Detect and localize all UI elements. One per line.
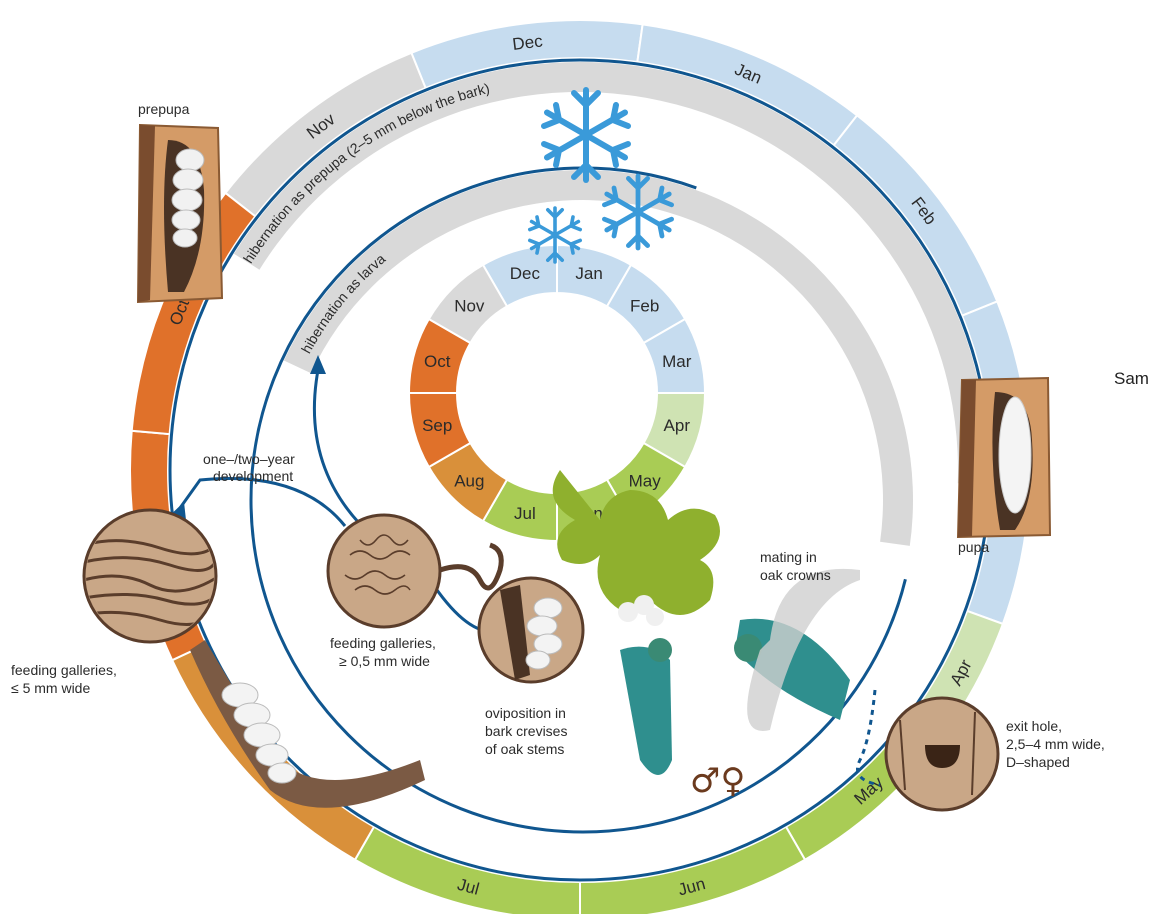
outer-month-segment-jun xyxy=(580,827,805,914)
larva-band-label: hibernation as larva xyxy=(298,250,389,356)
exit-label-line1: exit hole, xyxy=(1006,718,1062,734)
inner-month-label-may: May xyxy=(629,472,662,491)
mating-label-line1: mating in xyxy=(760,549,817,565)
male-beetle-illustration xyxy=(734,569,860,731)
larva-return-arrow xyxy=(310,355,372,536)
exit-label-line3: D–shaped xyxy=(1006,754,1070,770)
inner-month-label-aug: Aug xyxy=(454,472,484,491)
exit-hole-illustration xyxy=(886,698,998,810)
oviposition-illustration xyxy=(479,578,583,682)
feeding-galleries-small-illustration xyxy=(328,515,501,627)
inner-month-label-mar: Mar xyxy=(662,352,692,371)
sex-symbols: ♂♀ xyxy=(690,761,745,801)
feeding-large-label-line1: feeding galleries, xyxy=(11,662,117,678)
snowflake-icon xyxy=(604,176,671,248)
outer-month-segment-jul xyxy=(355,827,580,914)
mating-label-line2: oak crowns xyxy=(760,567,831,583)
inner-month-label-nov: Nov xyxy=(454,296,485,315)
inner-month-label-dec: Dec xyxy=(510,264,541,283)
feeding-small-label-line1: feeding galleries, xyxy=(330,635,436,651)
oviposition-label-line2: bark crevises xyxy=(485,723,567,739)
exit-label-line2: 2,5–4 mm wide, xyxy=(1006,736,1105,752)
inner-month-label-jul: Jul xyxy=(514,504,536,523)
development-label-line1: one–/two–year xyxy=(203,451,295,467)
side-text: Sam xyxy=(1114,369,1149,388)
feeding-large-label-line2: ≤ 5 mm wide xyxy=(11,680,90,696)
inner-month-label-sep: Sep xyxy=(422,416,452,435)
feeding-galleries-large-illustration xyxy=(84,510,216,642)
snowflake-icon xyxy=(544,90,628,180)
inner-month-label-apr: Apr xyxy=(664,416,691,435)
pupa-label: pupa xyxy=(958,539,989,555)
development-label-line2: development xyxy=(213,468,293,484)
female-beetle-illustration xyxy=(620,638,672,775)
outer-month-label-dec: Dec xyxy=(511,31,544,54)
pupa-wood-illustration xyxy=(958,378,1050,537)
inner-month-label-jan: Jan xyxy=(575,264,602,283)
inner-month-label-oct: Oct xyxy=(424,352,451,371)
development-arrow xyxy=(165,478,345,526)
inner-month-label-feb: Feb xyxy=(630,296,659,315)
snowflake-icon xyxy=(530,208,580,262)
oviposition-label-line1: oviposition in xyxy=(485,705,566,721)
oviposition-label-line3: of oak stems xyxy=(485,741,564,757)
feeding-small-label-line2: ≥ 0,5 mm wide xyxy=(339,653,430,669)
prepupa-wood-illustration xyxy=(138,125,222,302)
prepupa-label: prepupa xyxy=(138,101,190,117)
